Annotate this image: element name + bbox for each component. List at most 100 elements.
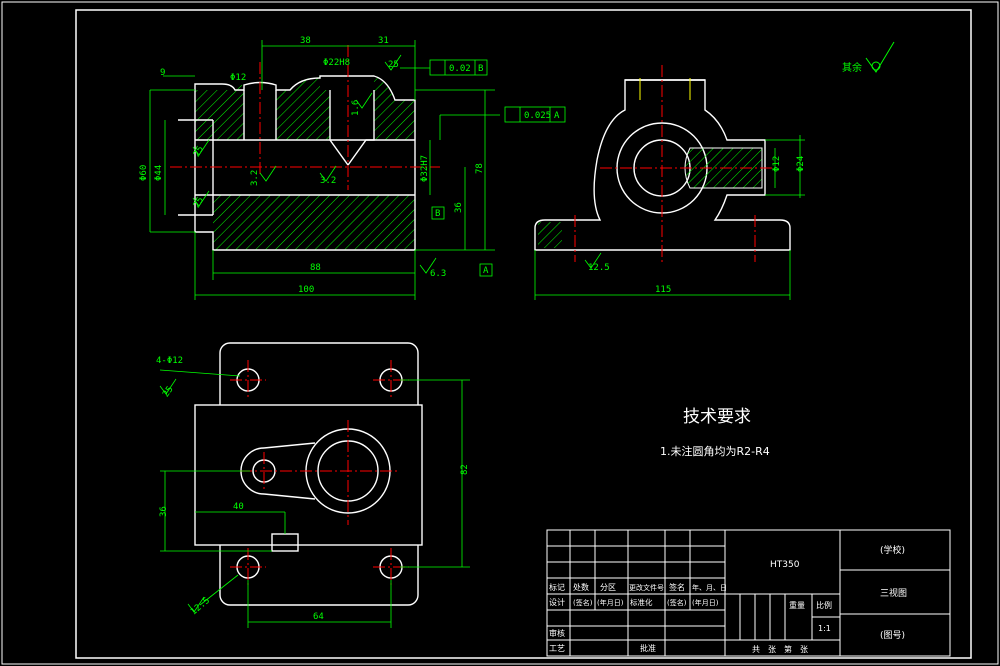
dim-phi22: Φ22H8 <box>323 58 350 68</box>
side-dim-115: 115 <box>655 285 671 295</box>
roughness-mark-5 <box>259 165 277 182</box>
technical-requirements: 技术要求 1.未注圆角均为R2-R4 <box>660 407 770 458</box>
tech-req-item-1: 1.未注圆角均为R2-R4 <box>660 444 770 458</box>
tb-process: 工艺 <box>549 644 565 653</box>
top-dim-r25: 25 <box>161 385 175 400</box>
datum-b-label: B <box>435 209 440 219</box>
top-dim-82: 82 <box>460 464 470 475</box>
tb-sheets: 共 张 第 张 <box>752 644 808 654</box>
tb-h-count: 处数 <box>573 582 589 592</box>
tb-h-date: 年、月、日 <box>692 583 727 592</box>
tb-standard: 标准化 <box>630 597 653 607</box>
dim-r25a: 25 <box>388 60 399 70</box>
front-hole22 <box>329 90 375 167</box>
top-leader-2 <box>199 574 239 606</box>
roughness-mark-6 <box>319 165 337 182</box>
top-dim-r125: 12.5 <box>189 596 212 618</box>
front-hatch-left <box>195 85 244 140</box>
tb-standard-sign: (签名) <box>667 598 687 607</box>
dim-tol-b: 0.02 <box>449 64 471 74</box>
side-dim-phi12: Φ12 <box>772 156 782 172</box>
dim-phi60: Φ60 <box>139 165 149 181</box>
tb-design: 设计 <box>549 597 565 607</box>
tol-frame-b <box>429 59 488 76</box>
title-block: 标记 处数 分区 更改文件号 签名 年、月、日 设计 (签名) (年月日) 标准… <box>546 529 951 657</box>
roughness-mark-1 <box>384 54 402 71</box>
dim-r63: 6.3 <box>430 269 446 279</box>
top-dim-36: 36 <box>159 506 169 517</box>
dim-r25c: 25 <box>192 196 206 210</box>
top-dim-64: 64 <box>313 612 324 622</box>
top-roughness-2 <box>187 596 205 613</box>
dim-38: 38 <box>300 36 311 46</box>
dim-r32b: 3.2 <box>320 176 336 186</box>
datum-a-label: A <box>483 266 489 276</box>
side-view: Φ12 Φ24 12.5 115 <box>534 65 806 300</box>
dim-9: 9 <box>160 68 165 78</box>
tb-h-zone: 分区 <box>600 583 616 592</box>
tb-design-date: (年月日) <box>597 598 624 607</box>
side-dim-phi24: Φ24 <box>796 156 806 172</box>
top-roughness-1 <box>159 378 177 395</box>
inner-border <box>75 9 972 659</box>
side-dim-r125: 12.5 <box>588 263 610 273</box>
tb-school: (学校) <box>880 544 905 556</box>
tb-scale-label: 比例 <box>816 600 832 610</box>
dim-r32a: 3.2 <box>250 170 260 186</box>
datum-box-b <box>431 206 445 220</box>
dim-tol-a-ref: A <box>554 111 560 121</box>
datum-box-a <box>479 263 493 277</box>
roughness-rest-circle <box>871 61 881 71</box>
tb-drawing-name: 三视图 <box>880 587 907 599</box>
dim-phi12: Φ12 <box>230 73 246 83</box>
top-dim-40: 40 <box>233 502 244 512</box>
front-outline <box>194 75 416 251</box>
side-base-hatch <box>538 222 562 248</box>
dim-r16: 1.6 <box>351 100 361 116</box>
dim-phi32: Φ32H7 <box>420 155 430 182</box>
tb-approve: 批准 <box>640 643 656 653</box>
tb-h-mark: 标记 <box>549 582 565 592</box>
tb-weight: 重量 <box>789 600 805 610</box>
front-view: 38 31 9 Φ12 Φ22H8 25 0.02 B 0.025 A 1.6 … <box>139 36 566 300</box>
top-view: 4-Φ12 25 82 36 40 64 12.5 <box>156 342 470 628</box>
roughness-rest-symbol <box>865 41 895 73</box>
roughness-mark-2 <box>355 92 373 109</box>
front-hatch-base <box>213 195 415 250</box>
roughness-mark-4 <box>192 190 210 207</box>
tb-review: 审核 <box>549 628 565 638</box>
tb-material: HT350 <box>770 560 800 570</box>
roughness-rest-label: 其余 <box>842 61 862 74</box>
front-hatch-right <box>374 76 415 140</box>
dim-r25b: 25 <box>192 145 206 159</box>
top-lug-tangents <box>263 442 316 500</box>
top-leader-holes <box>159 369 241 377</box>
dim-88: 88 <box>310 263 321 273</box>
tb-standard-date: (年月日) <box>692 598 719 607</box>
roughness-rest-note: 其余 <box>842 41 895 74</box>
dim-36: 36 <box>454 202 464 213</box>
tol-frame-a <box>504 106 566 123</box>
tech-req-title: 技术要求 <box>683 407 751 427</box>
dim-100: 100 <box>298 285 314 295</box>
tb-h-sign: 签名 <box>669 582 685 592</box>
roughness-mark-7 <box>419 257 437 274</box>
dim-tol-a: 0.025 <box>524 111 551 121</box>
title-block-frame <box>546 529 951 657</box>
dim-tol-b-ref: B <box>478 64 483 74</box>
dim-78: 78 <box>475 163 485 174</box>
tb-drawing-no: (图号) <box>880 630 905 641</box>
front-hatch-mid <box>276 76 330 140</box>
tb-design-sign: (签名) <box>573 598 593 607</box>
side-outline <box>534 79 791 251</box>
tb-h-doc: 更改文件号 <box>629 583 664 592</box>
dim-31: 31 <box>378 36 389 46</box>
tb-scale: 1:1 <box>818 624 831 633</box>
top-body-outline <box>194 404 423 546</box>
side-roughness <box>584 252 602 269</box>
top-dim-holes: 4-Φ12 <box>156 356 183 366</box>
roughness-mark-3 <box>192 139 210 156</box>
dim-phi44: Φ44 <box>154 165 164 181</box>
